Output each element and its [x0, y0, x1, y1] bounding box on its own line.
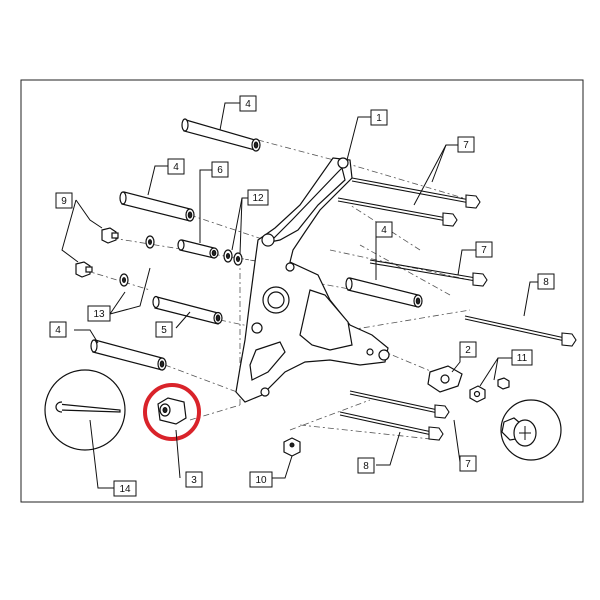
- callout-11: 11: [511, 349, 533, 366]
- callout-6: 6: [211, 161, 229, 178]
- callout-13: 13: [87, 305, 111, 322]
- spacer-rod-5: [152, 295, 223, 325]
- cotter-pin-detail-14: [44, 369, 126, 451]
- svg-text:6: 6: [217, 165, 223, 176]
- callout-8-bottom: 8: [357, 457, 375, 474]
- callout-7-top: 7: [457, 136, 475, 153]
- svg-text:8: 8: [363, 461, 369, 472]
- washers-13: [119, 235, 155, 287]
- callout-14: 14: [113, 480, 137, 497]
- svg-text:4: 4: [173, 162, 179, 173]
- callout-3: 3: [185, 471, 203, 488]
- spacer-rod-4-right: [345, 277, 423, 308]
- callout-7-bottom: 7: [459, 455, 477, 472]
- screws-11: [469, 377, 562, 461]
- callout-10: 10: [249, 471, 273, 488]
- callout-4-left: 4: [49, 321, 67, 338]
- callout-8-right: 8: [537, 273, 555, 290]
- svg-text:12: 12: [252, 193, 264, 204]
- svg-text:13: 13: [93, 309, 105, 320]
- washers-12: [223, 249, 243, 266]
- svg-text:8: 8: [543, 277, 549, 288]
- plate-2: [427, 365, 463, 393]
- diagram-border: [20, 79, 584, 503]
- svg-text:9: 9: [61, 196, 67, 207]
- bolts-7-and-8: [337, 177, 577, 441]
- nut-3: [143, 383, 201, 441]
- callout-12: 12: [247, 189, 269, 206]
- callout-1: 1: [370, 109, 388, 126]
- svg-text:7: 7: [463, 140, 469, 151]
- svg-text:7: 7: [481, 245, 487, 256]
- spacer-rod-6: [177, 239, 219, 259]
- highlight-circle: [143, 383, 201, 441]
- svg-text:10: 10: [255, 475, 267, 486]
- spacer-rod-4-top: [181, 118, 261, 152]
- flange-nut-10: [283, 437, 301, 457]
- main-bracket: [235, 157, 390, 403]
- svg-text:4: 4: [55, 325, 61, 336]
- spacer-rod-4-mid: [119, 191, 195, 222]
- svg-text:3: 3: [191, 475, 197, 486]
- callout-9: 9: [55, 192, 73, 209]
- svg-text:7: 7: [465, 459, 471, 470]
- svg-text:5: 5: [161, 325, 167, 336]
- svg-text:4: 4: [381, 225, 387, 236]
- callout-5: 5: [155, 321, 173, 338]
- svg-text:4: 4: [245, 99, 251, 110]
- svg-text:1: 1: [376, 113, 382, 124]
- nuts-9: [75, 227, 119, 278]
- callout-4-top: 4: [239, 95, 257, 112]
- callout-2: 2: [459, 341, 477, 358]
- svg-text:14: 14: [119, 484, 131, 495]
- svg-text:2: 2: [465, 345, 471, 356]
- callout-7-mid: 7: [475, 241, 493, 258]
- callout-4-right: 4: [375, 221, 393, 238]
- callout-4-mid: 4: [167, 158, 185, 175]
- leader-lines: [61, 102, 540, 489]
- spacer-rod-4-left: [90, 339, 167, 371]
- svg-text:11: 11: [517, 353, 528, 364]
